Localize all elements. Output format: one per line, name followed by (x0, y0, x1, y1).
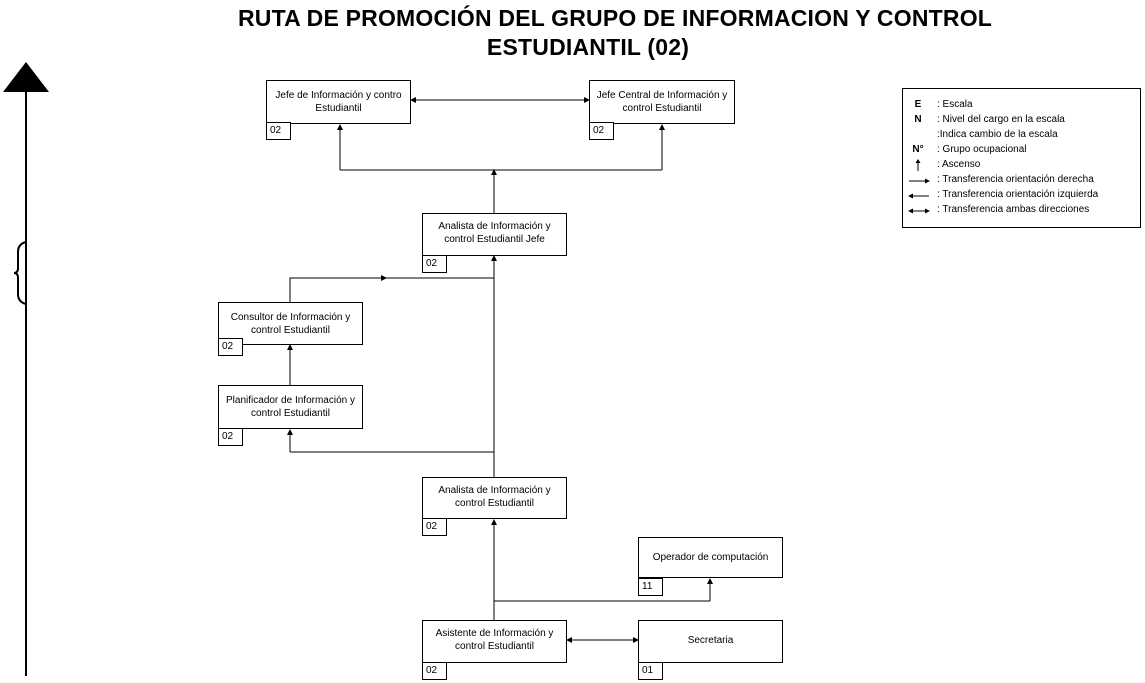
legend-text: : Nivel del cargo en la escala (937, 114, 1065, 125)
code-consultor: 02 (218, 338, 243, 356)
code-analista: 02 (422, 518, 447, 536)
code-secretaria: 01 (638, 662, 663, 680)
box-jefe: Jefe de Información y contro Estudiantil (266, 80, 411, 124)
legend-key: E (914, 99, 922, 110)
legend-text: : Grupo ocupacional (937, 144, 1027, 155)
legend-key: N (914, 114, 922, 125)
box-secretaria-label: Secretaria (687, 635, 734, 646)
code-asistente: 02 (422, 662, 447, 680)
legend-text: : Transferencia ambas direcciones (937, 204, 1090, 215)
box-operador-label: Operador de computación (652, 552, 769, 563)
box-jefe-central: Jefe Central de Información y control Es… (589, 80, 735, 124)
code-jefe: 02 (266, 122, 291, 140)
code-jefe-central: 02 (589, 122, 614, 140)
legend-key: N° (912, 144, 924, 155)
box-planificador-label: Planificador de Información y control Es… (226, 395, 355, 419)
code-analista-jefe: 02 (422, 255, 447, 273)
legend-text: : Escala (937, 99, 973, 110)
box-jefe-central-label: Jefe Central de Información y control Es… (596, 90, 728, 114)
diagram-title-line2: ESTUDIANTIL (02) (486, 34, 690, 60)
box-planificador: Planificador de Información y control Es… (218, 385, 363, 429)
scale-arrow (3, 62, 49, 676)
arrow-right-icon (909, 178, 930, 184)
legend-text: : Ascenso (937, 159, 981, 170)
code-operador: 11 (638, 578, 663, 596)
arrow-both-icon (908, 208, 930, 214)
box-analista-jefe: Analista de Información y control Estudi… (422, 213, 567, 256)
legend-text: :Indica cambio de la escala (937, 129, 1058, 140)
diagram-title-line1: RUTA DE PROMOCIÓN DEL GRUPO DE INFORMACI… (237, 5, 993, 31)
arrow-up-icon (915, 159, 921, 171)
legend-box: E : Escala N : Nivel del cargo en la esc… (902, 88, 1141, 228)
legend-text: : Transferencia orientación izquierda (937, 189, 1099, 200)
legend-text: : Transferencia orientación derecha (937, 174, 1094, 185)
scale-brace (13, 241, 27, 305)
code-planificador: 02 (218, 428, 243, 446)
box-asistente: Asistente de Información y control Estud… (422, 620, 567, 663)
box-analista: Analista de Información y control Estudi… (422, 477, 567, 519)
box-analista-label: Analista de Información y control Estudi… (438, 485, 551, 509)
box-secretaria: Secretaria (638, 620, 783, 663)
box-operador: Operador de computación (638, 537, 783, 578)
box-consultor-label: Consultor de Información y control Estud… (230, 312, 351, 336)
box-asistente-label: Asistente de Información y control Estud… (435, 628, 554, 652)
box-analista-jefe-label: Analista de Información y control Estudi… (438, 221, 551, 245)
arrow-left-icon (908, 193, 929, 199)
box-consultor: Consultor de Información y control Estud… (218, 302, 363, 345)
box-jefe-label: Jefe de Información y contro Estudiantil (275, 90, 402, 114)
